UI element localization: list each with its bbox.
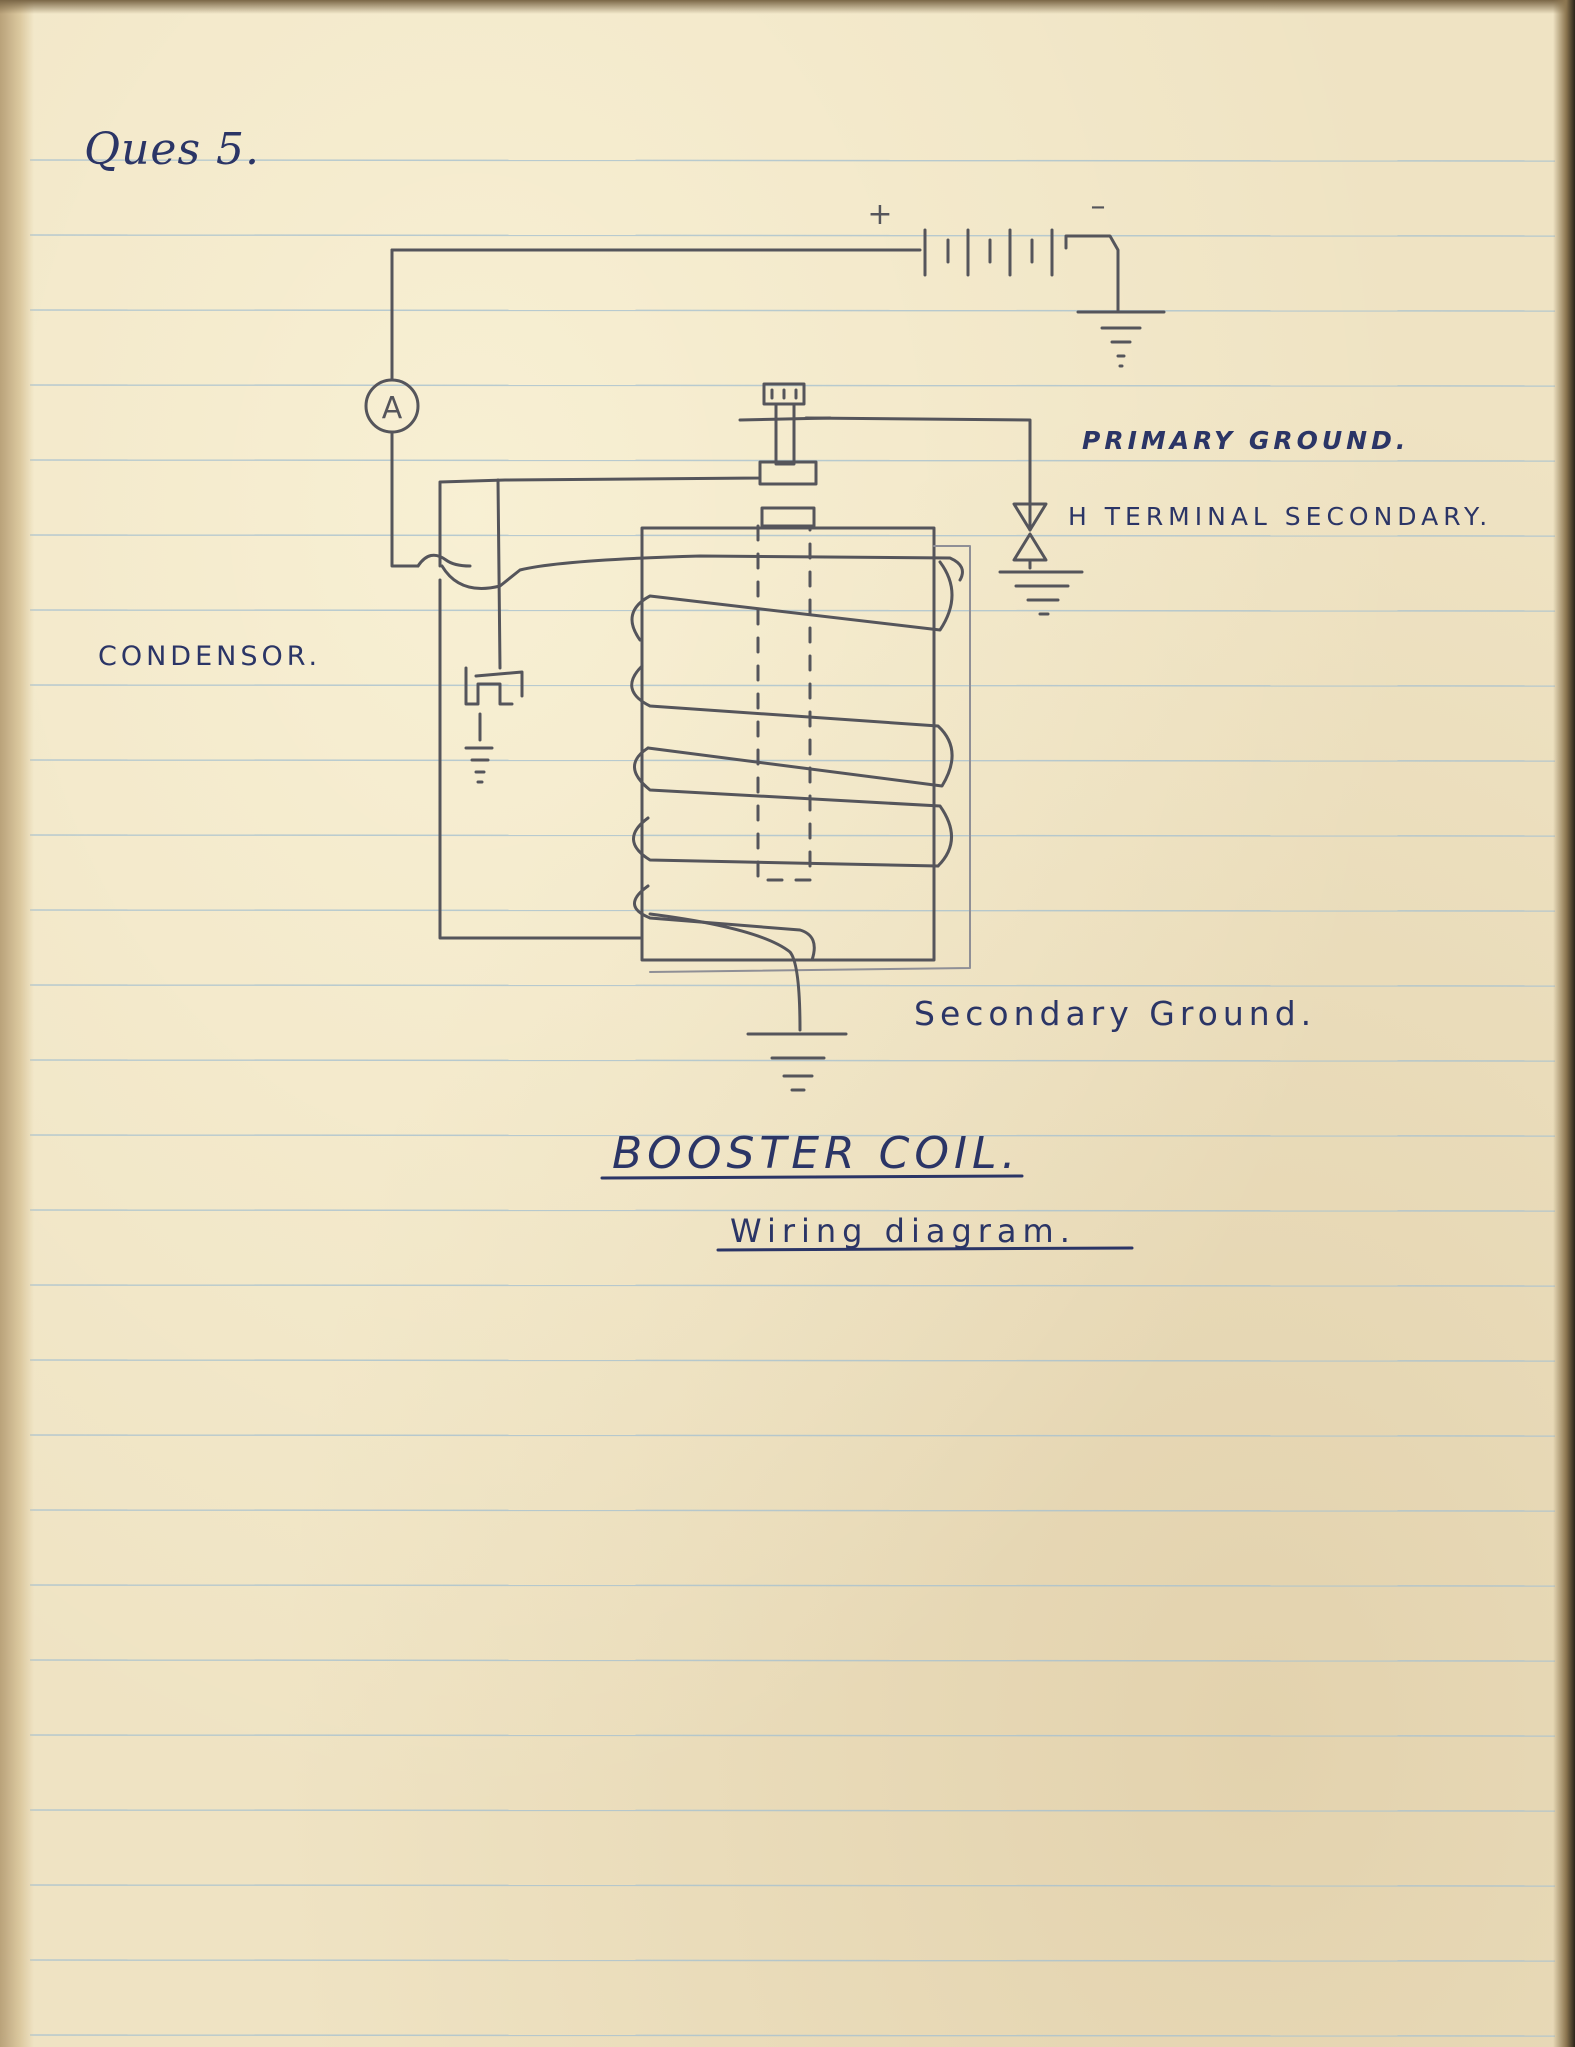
spark-gap-symbol (998, 502, 1084, 616)
ruled-line (29, 234, 1556, 237)
ruled-line (29, 1434, 1556, 1437)
ruled-line (29, 834, 1556, 837)
ruled-line (29, 159, 1556, 162)
page-right-edge (1553, 0, 1575, 2047)
label-primary-ground: PRIMARY GROUND. (1082, 426, 1410, 455)
ammeter-symbol (364, 378, 420, 434)
secondary-ground-symbol (648, 912, 848, 1092)
ruled-line (29, 909, 1556, 912)
primary-wire-left (390, 248, 964, 590)
label-condensor: CONDENSOR. (98, 641, 322, 672)
ammeter-label: A (382, 391, 403, 426)
page-spine (0, 0, 34, 2047)
ruled-line (29, 1209, 1556, 1212)
battery-minus-sign: – (1091, 189, 1106, 224)
title-underlines (600, 1174, 1134, 1252)
ruled-line (29, 1134, 1556, 1137)
interrupter-contact (738, 382, 1032, 532)
ruled-line (29, 1959, 1556, 1962)
ruled-line (29, 2034, 1556, 2037)
ruled-line (29, 684, 1556, 687)
ruled-line (29, 609, 1556, 612)
battery-ground-symbol (1076, 310, 1166, 368)
ruled-line (29, 309, 1556, 312)
ruled-line (29, 1659, 1556, 1662)
diagram-subtitle: Wiring diagram. (730, 1212, 1076, 1250)
ruled-line (29, 1734, 1556, 1737)
ruled-line (29, 534, 1556, 537)
battery (390, 228, 1120, 312)
ruled-line (29, 984, 1556, 987)
ruled-line (29, 1509, 1556, 1512)
condenser-branch (438, 470, 762, 940)
label-secondary-ground: Secondary Ground. (914, 994, 1317, 1033)
ruled-line (29, 1884, 1556, 1887)
question-number: Ques 5. (84, 124, 260, 175)
coil-body (640, 524, 971, 973)
page-top-edge (0, 0, 1575, 14)
battery-plus-sign: + (867, 197, 892, 232)
ruled-line (29, 1359, 1556, 1362)
diagram-title: BOOSTER COIL. (612, 1128, 1021, 1179)
ruled-line (29, 759, 1556, 762)
ruled-line (29, 1284, 1556, 1287)
coil-windings (630, 560, 954, 962)
ruled-line (29, 1809, 1556, 1812)
ruled-line (29, 1584, 1556, 1587)
ruled-line (29, 1059, 1556, 1062)
label-terminal-secondary: H TERMINAL SECONDARY. (1068, 502, 1493, 531)
